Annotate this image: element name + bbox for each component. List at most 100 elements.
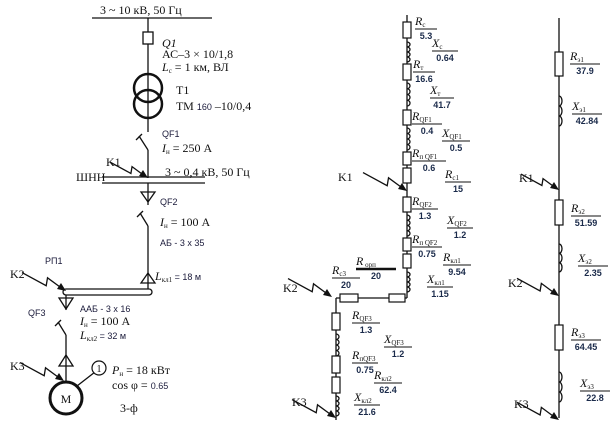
element-value: 1.15 [431, 289, 449, 299]
qf3-breaker [54, 319, 67, 382]
inductor-icon [406, 41, 411, 63]
arrowhead-icon [550, 182, 559, 190]
qf2-label: QF2 [160, 197, 178, 207]
arrowhead-icon [323, 289, 332, 297]
element-value: 22.8 [586, 393, 604, 403]
t1-label: T1 [176, 83, 189, 97]
k1-label: K1 [338, 170, 353, 184]
motor-label: M [61, 392, 72, 406]
qf2-rating: Iн = 100 А [159, 215, 211, 230]
element-symbol: Rэ3 [570, 325, 585, 340]
element-value: 37.9 [576, 66, 594, 76]
element-value: 42.84 [576, 116, 599, 126]
inductor-icon [558, 371, 563, 403]
cable1-type: АБ - 3 x 35 [160, 238, 204, 248]
resistor-icon [554, 324, 564, 351]
inductor-icon [558, 243, 563, 273]
inductor-icon [406, 214, 411, 237]
motor-cos-phi: cos φ = 0.65 [112, 378, 168, 392]
element-value: 0.75 [356, 365, 374, 375]
element-value: 51.59 [575, 218, 598, 228]
lv-bus-label: 3 ~ 0,4 кВ, 50 Гц [165, 165, 250, 179]
resistor-icon [402, 253, 412, 269]
element-value: 1.2 [392, 349, 405, 359]
resistor-icon [554, 51, 564, 77]
arrowhead-icon [398, 183, 407, 191]
short-circuit-arrow [21, 271, 61, 288]
cable2-type: ААБ - 3 x 16 [80, 304, 130, 314]
element-symbol: Rc [414, 14, 425, 29]
arrowhead-icon [550, 288, 559, 296]
element-value: 1.3 [360, 325, 373, 335]
inductor-icon [406, 82, 411, 107]
qf2-breaker [136, 210, 149, 292]
element-value: 16.6 [415, 74, 433, 84]
arrowhead-icon [139, 170, 148, 178]
element-symbol: Xт [429, 83, 440, 98]
element-symbol: Rэ2 [570, 201, 585, 216]
k1-label: K1 [519, 171, 534, 185]
resistor-icon [388, 293, 406, 303]
element-symbol: XQF2 [446, 213, 467, 228]
element-symbol: RпQF3 [351, 348, 376, 363]
resistor-icon [402, 109, 412, 126]
element-value: 5.3 [420, 31, 433, 41]
element-symbol: Rc1 [444, 167, 459, 182]
resistor-icon [331, 376, 341, 394]
element-symbol: Rт [412, 57, 423, 72]
short-circuit-arrow [291, 398, 331, 415]
element-symbol: Rп QF2 [411, 232, 438, 247]
element-symbol: Rc3 [331, 263, 346, 278]
connector-icon [139, 271, 157, 284]
element-value: 0.6 [423, 163, 436, 173]
inductor-icon [335, 395, 340, 417]
arrowhead-icon [55, 373, 64, 381]
transformer-winding-2 [132, 88, 164, 120]
arrowhead-icon [550, 412, 559, 420]
k2-label: K2 [283, 281, 298, 295]
rp1-bus [62, 288, 153, 296]
element-symbol: RQF1 [411, 109, 432, 124]
resistor-icon [402, 196, 412, 213]
line-type: АС–3 × 10/1,8 [162, 47, 233, 61]
element-value: 64.45 [575, 342, 598, 352]
t1-type: ТМ 160 –10/0,4 [176, 99, 251, 113]
element-value: 0.75 [418, 249, 436, 259]
resistor-icon [331, 312, 341, 331]
element-value: 15 [453, 184, 463, 194]
motor-phase: 3-ф [120, 401, 138, 415]
single-line-diagram: 3 ~ 10 кВ, 50 Гц Q1 АС–3 × 10/1,8 Lc = 1… [10, 3, 251, 416]
short-circuit-arrow [19, 361, 59, 378]
connector-icon [57, 297, 75, 311]
element-value: 9.54 [448, 267, 466, 277]
element-symbol: Rп QF1 [411, 146, 438, 161]
element-symbol: R орп [355, 254, 376, 269]
element-symbol: XQF1 [441, 126, 462, 141]
resistor-icon [402, 21, 412, 39]
k3-label: K3 [10, 359, 25, 373]
inductor-icon [558, 95, 563, 127]
cable1-length: Lкл1 = 18 м [154, 269, 201, 284]
arrowhead-icon [327, 410, 336, 418]
short-circuit-arrow [516, 401, 554, 417]
connector-icon [57, 353, 75, 367]
q1-switch [142, 31, 154, 45]
short-circuit-arrow [362, 171, 402, 188]
element-value: 0.5 [450, 143, 463, 153]
element-value: 0.4 [421, 126, 434, 136]
resistor-icon [402, 151, 412, 166]
element-value: 62.4 [379, 385, 397, 395]
element-value: 21.6 [358, 407, 376, 417]
motor-tag: 1 [97, 364, 102, 375]
inductor-icon [406, 127, 411, 151]
element-value: 20 [341, 280, 351, 290]
qf1-rating: Iн = 250 А [161, 141, 213, 156]
transformer-winding-1 [132, 72, 164, 104]
inductor-icon [406, 271, 411, 293]
element-value: 0.64 [436, 53, 454, 63]
rp1-label: РП1 [45, 256, 62, 266]
hv-bus-label: 3 ~ 10 кВ, 50 Гц [100, 3, 182, 17]
motor-icon [48, 380, 84, 416]
element-symbol: Rэ1 [569, 49, 584, 64]
